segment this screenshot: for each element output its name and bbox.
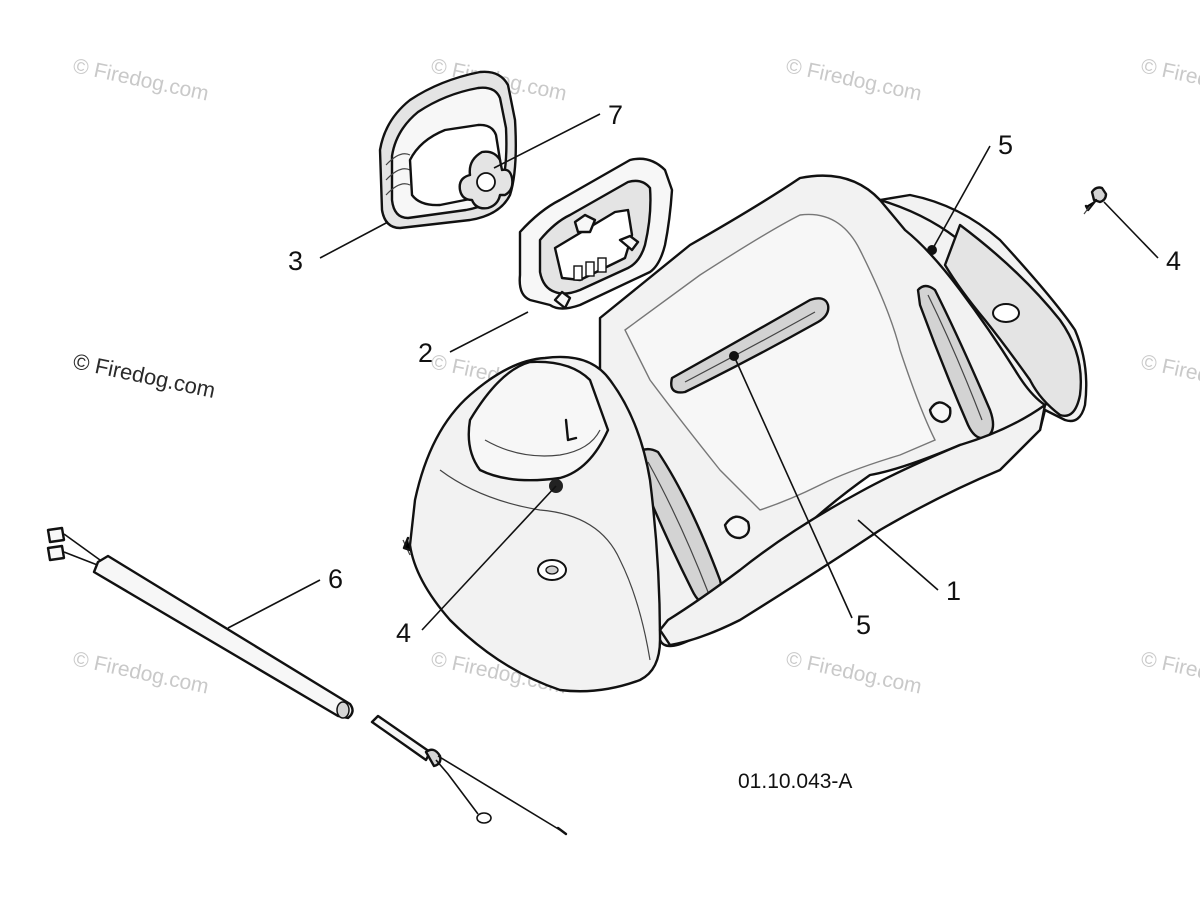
watermark-text: © Firedog.com bbox=[784, 647, 924, 698]
callout-6: 6 bbox=[328, 564, 343, 594]
callout-5-top: 5 bbox=[998, 130, 1013, 160]
watermark-text: © Firedog.com bbox=[784, 54, 924, 105]
leader-5-bottom bbox=[733, 355, 853, 619]
callout-1: 1 bbox=[946, 576, 961, 606]
leader-4-left bbox=[421, 485, 557, 631]
leader-1 bbox=[857, 519, 939, 591]
leader-7 bbox=[493, 113, 601, 169]
part-2-frame bbox=[518, 157, 674, 310]
leader-6 bbox=[227, 579, 321, 629]
watermark-text: © Firedog.com bbox=[1139, 54, 1200, 105]
part-4-screw-right bbox=[1083, 186, 1108, 215]
watermark-text-dark: © Firedog.com bbox=[71, 348, 218, 403]
leader-2 bbox=[449, 311, 529, 353]
watermark-text: © Firedog.com bbox=[71, 647, 211, 698]
callout-5-bottom: 5 bbox=[856, 610, 871, 640]
drawing-code: 01.10.043-A bbox=[738, 770, 852, 793]
callout-2: 2 bbox=[418, 338, 433, 368]
leader-5-top bbox=[931, 145, 991, 251]
callout-labels: 1 2 3 4 4 5 5 6 7 bbox=[288, 100, 1181, 648]
leader-lines bbox=[227, 113, 1159, 631]
callout-7: 7 bbox=[608, 100, 623, 130]
callout-3: 3 bbox=[288, 246, 303, 276]
leader-4-right bbox=[1103, 201, 1159, 259]
leader-3 bbox=[319, 221, 389, 259]
part-1-cover bbox=[402, 174, 1088, 693]
watermark-text: © Firedog.com bbox=[1139, 647, 1200, 698]
callout-4-right: 4 bbox=[1166, 246, 1181, 276]
callout-4-left: 4 bbox=[396, 618, 411, 648]
watermark-text: © Firedog.com bbox=[71, 54, 211, 105]
part-6-cable bbox=[46, 526, 568, 836]
watermark-text: © Firedog.com bbox=[1139, 350, 1200, 401]
part-3-filter bbox=[378, 70, 517, 230]
